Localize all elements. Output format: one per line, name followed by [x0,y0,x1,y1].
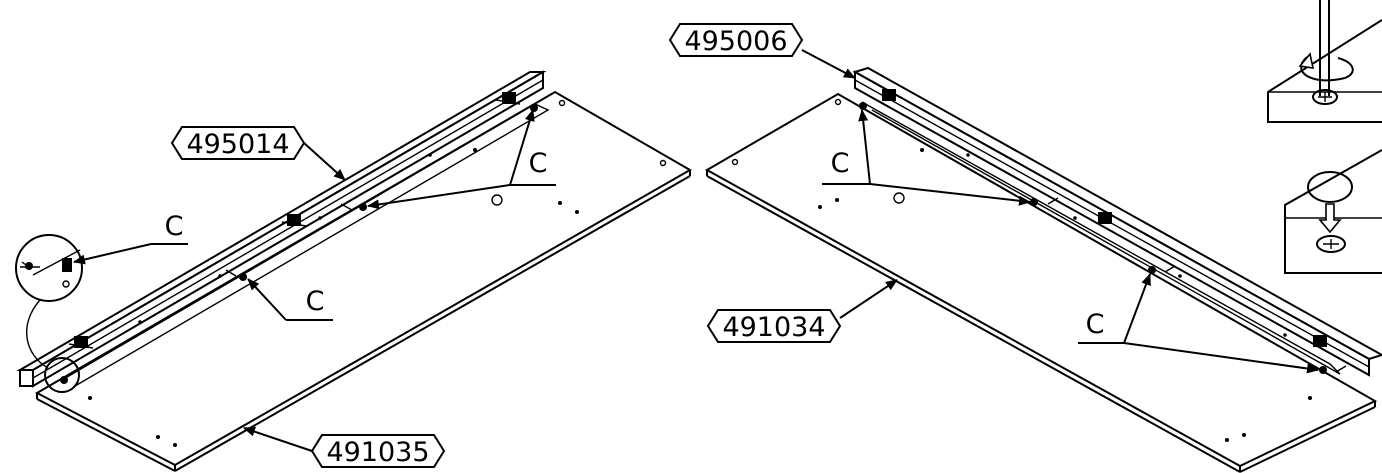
cam-lock-icon [1098,212,1112,224]
right-assembly: 495006 491034 C C [668,23,1382,473]
callout-label: C [529,148,548,179]
right-hardware [731,89,1347,442]
detail-magnifier [15,234,83,393]
part-number-text: 491034 [722,312,825,343]
callout-c: C [73,211,188,265]
cam-lock-icon [281,214,307,227]
part-number-text: 495006 [684,26,787,57]
left-panel [34,90,693,472]
screw-head-icon [1312,89,1338,105]
callout-label: C [1086,309,1105,340]
cam-lock-icon [68,336,94,349]
part-label-495006: 495006 [668,23,856,79]
part-label-491035: 491035 [243,426,446,468]
detail-inset-screwdriver [1267,0,1382,123]
part-number-text: 491035 [326,437,429,468]
callout-c: C [367,109,556,210]
cam-lock-icon [1313,335,1327,347]
callout-c: C [247,278,333,321]
callout-c: C [822,109,1031,206]
cam-lock-icon [495,92,521,105]
detail-inset-cap [1284,149,1382,274]
part-number-text: 495014 [186,129,289,160]
callout-label: C [831,148,850,179]
part-label-491034: 491034 [706,279,898,343]
left-rail [16,70,550,388]
part-label-495014: 495014 [170,126,346,181]
screw-cap-icon [1307,171,1353,203]
callout-c: C [1078,273,1319,374]
callout-label: C [165,211,184,242]
screw-head-icon [1316,235,1346,253]
cam-lock-icon [882,89,896,101]
rotate-arrow-icon [1300,56,1354,82]
callout-label: C [306,286,325,317]
right-panel [704,92,1378,473]
down-arrow-icon [1318,203,1342,234]
left-assembly: 495014 491035 C C C [15,70,693,472]
